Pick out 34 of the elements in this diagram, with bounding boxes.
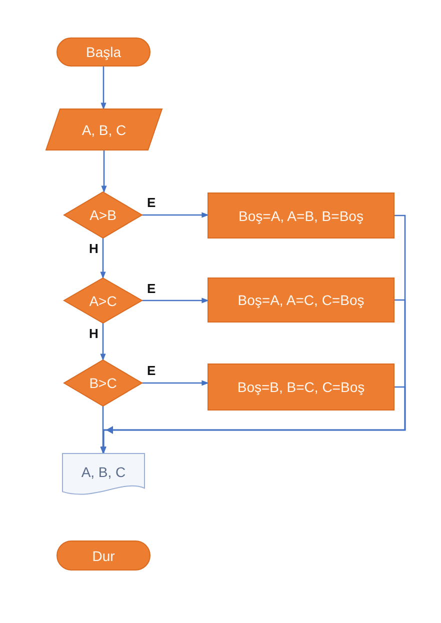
- process-box: [208, 193, 394, 238]
- decision-diamond: [64, 360, 142, 406]
- arrow: [142, 380, 209, 386]
- edge-label: E: [146, 282, 157, 296]
- arrow: [100, 406, 106, 454]
- node-text: A, B, C: [81, 464, 126, 480]
- node-text: Boş=A, A=C, C=Boş: [238, 292, 364, 308]
- arrow: [100, 386, 406, 454]
- decision-diamond: [64, 278, 142, 323]
- arrow: [100, 238, 106, 279]
- edge-label: H: [88, 242, 100, 256]
- arrow: [142, 298, 209, 304]
- document-shape: [62, 453, 145, 498]
- node-text: A>B: [90, 207, 116, 223]
- edge-label: H: [88, 327, 100, 341]
- terminal-shape: [57, 38, 150, 66]
- node-text: A, B, C: [82, 122, 126, 138]
- node-text: Başla: [86, 44, 122, 60]
- node-text: A>C: [89, 292, 117, 308]
- node-text: B>C: [89, 375, 117, 391]
- node-text: Boş=B, B=C, C=Boş: [237, 379, 365, 395]
- arrow: [101, 150, 107, 193]
- arrow: [100, 66, 106, 110]
- edge-label: E: [146, 364, 157, 378]
- terminal-shape: [57, 541, 150, 570]
- process-box: [208, 364, 394, 410]
- arrow: [100, 323, 106, 361]
- input-parallelogram: [46, 109, 162, 150]
- arrow: [142, 212, 209, 218]
- process-box: [208, 278, 394, 322]
- node-text: Boş=A, A=B, B=Boş: [238, 208, 364, 224]
- edge-label: E: [146, 196, 157, 210]
- node-text: Dur: [92, 548, 115, 564]
- decision-diamond: [64, 192, 142, 238]
